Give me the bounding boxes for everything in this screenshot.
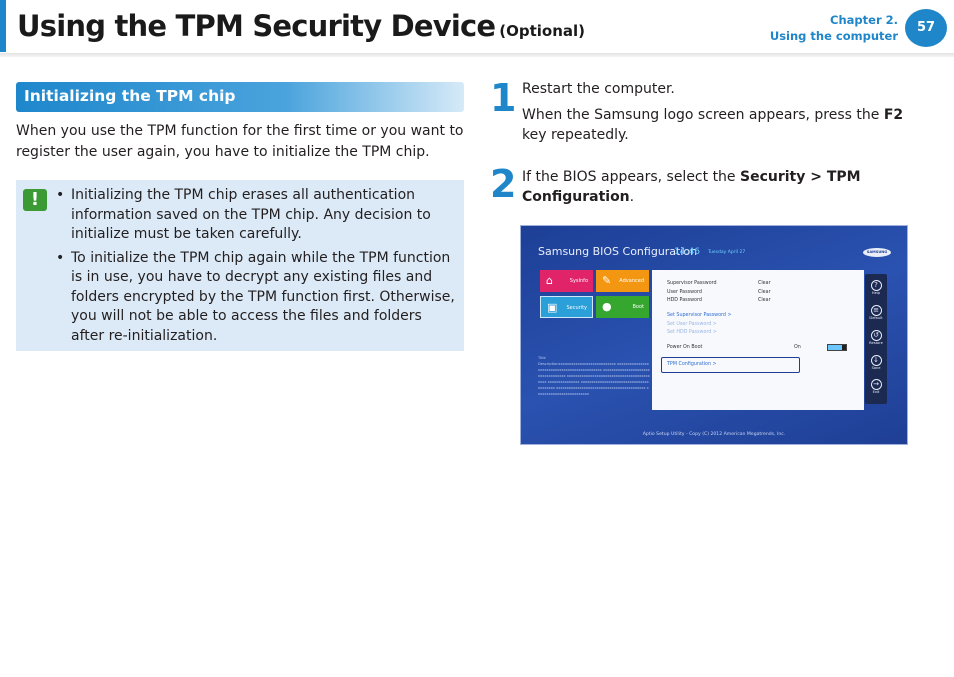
bios-tile-sysinfo[interactable]: ⌂ SysInfo <box>540 270 593 292</box>
step-1-line-2: When the Samsung logo screen appears, pr… <box>522 105 932 145</box>
bios-date: Tuesday April 27 <box>708 250 746 255</box>
chapter-label: Chapter 2. Using the computer <box>770 12 898 44</box>
power-on-boot-label: Power On Boot <box>667 345 703 350</box>
bios-tile-security[interactable]: ▣ Security <box>540 296 593 318</box>
step-1-text: Restart the computer. When the Samsung l… <box>522 79 932 145</box>
step-1-line-1: Restart the computer. <box>522 81 675 97</box>
wrench-icon: ✎ <box>602 274 612 287</box>
caution-item-text: Initializing the TPM chip erases all aut… <box>71 187 431 242</box>
default-icon: ≡ <box>870 305 882 316</box>
step-1-line-2-pre: When the Samsung logo screen appears, pr… <box>522 107 884 123</box>
user-password-label: User Password <box>667 290 702 295</box>
tpm-configuration-link[interactable]: TPM Configuration > <box>667 362 717 367</box>
step-number-2: 2 <box>490 162 517 206</box>
bios-tile-boot-label: Boot <box>632 304 644 310</box>
save-button[interactable]: ↓ Save <box>869 355 883 371</box>
exit-label: Exit <box>872 390 880 394</box>
caution-item: • Initializing the TPM chip erases all au… <box>56 186 456 245</box>
bios-side-toolbar: ? Help ≡ Default ↺ Restore ↓ Save → Exit <box>865 274 887 404</box>
caution-item: • To initialize the TPM chip again while … <box>56 249 456 347</box>
bios-footer: Aptio Setup Utility - Copy (C) 2012 Amer… <box>642 432 786 437</box>
bios-description: Title Descriptionxxxxxxxxxxxxxxxxxxxxxxx… <box>538 355 650 397</box>
exclamation-warning-icon: ! <box>23 189 47 211</box>
set-user-password-link[interactable]: Set User Password > <box>667 322 717 327</box>
step-number-1: 1 <box>490 76 517 120</box>
section-intro: When you use the TPM function for the fi… <box>16 123 464 160</box>
help-icon: ? <box>870 280 882 291</box>
restore-label: Restore <box>869 341 883 345</box>
bios-screenshot: Samsung BIOS Configuration 14:46 Tuesday… <box>520 225 908 445</box>
power-on-boot-value: On <box>794 345 801 350</box>
bullet-icon: • <box>56 249 65 266</box>
supervisor-password-value: Clear <box>758 281 771 286</box>
exit-button[interactable]: → Exit <box>869 379 883 395</box>
bios-clock: 14:46 <box>674 247 700 257</box>
chapter-title: Using the computer <box>769 29 898 43</box>
page-number-badge: 57 <box>905 9 947 47</box>
caution-list: • Initializing the TPM chip erases all au… <box>56 186 456 350</box>
bios-title: Samsung BIOS Configuration <box>538 245 698 258</box>
tpm-configuration-highlight[interactable] <box>661 357 800 373</box>
bios-description-text: Descriptionxxxxxxxxxxxxxxxxxxxxxxxxxxx x… <box>538 362 650 396</box>
power-on-boot-toggle[interactable] <box>827 344 847 351</box>
step-2-text: If the BIOS appears, select the Security… <box>522 167 932 207</box>
page-title-text: Using the TPM Security Device <box>17 9 496 43</box>
save-icon: ↓ <box>870 355 882 366</box>
bios-security-panel: Supervisor Password Clear User Password … <box>652 270 864 410</box>
step-2-pre: If the BIOS appears, select the <box>522 169 740 185</box>
default-button[interactable]: ≡ Default <box>869 305 883 321</box>
header-divider <box>0 53 954 57</box>
caution-note: ! • Initializing the TPM chip erases all … <box>16 180 464 351</box>
set-supervisor-password-link[interactable]: Set Supervisor Password > <box>667 313 732 318</box>
user-password-value: Clear <box>758 290 771 295</box>
step-2-post: . <box>629 189 635 205</box>
chapter-number: Chapter 2. <box>830 13 898 27</box>
samsung-logo: SAMSUNG <box>863 248 891 257</box>
toggle-knob <box>842 345 846 350</box>
power-icon: ● <box>602 300 612 313</box>
home-icon: ⌂ <box>546 274 553 287</box>
bios-tile-advanced-label: Advanced <box>619 278 644 284</box>
restore-button[interactable]: ↺ Restore <box>869 330 883 346</box>
help-label: Help <box>871 291 881 295</box>
hdd-password-value: Clear <box>758 298 771 303</box>
section-heading: Initializing the TPM chip <box>24 87 236 105</box>
header-accent-bar <box>0 0 6 52</box>
save-label: Save <box>871 366 881 370</box>
bios-tile-advanced[interactable]: ✎ Advanced <box>596 270 649 292</box>
set-hdd-password-link[interactable]: Set HDD Password > <box>667 330 717 335</box>
step-2-menu-path: Security > TPM Configuration <box>522 169 861 205</box>
step-1-line-2-post: key repeatedly. <box>522 127 629 143</box>
default-label: Default <box>869 316 883 320</box>
restore-icon: ↺ <box>870 330 882 341</box>
bios-tile-security-label: Security <box>566 305 587 311</box>
help-button[interactable]: ? Help <box>869 280 883 296</box>
supervisor-password-label: Supervisor Password <box>667 281 717 286</box>
bullet-icon: • <box>56 187 65 203</box>
f2-key-label: F2 <box>883 107 904 123</box>
page-title-suffix: (Optional) <box>499 22 586 40</box>
caution-item-text: To initialize the TPM chip again while t… <box>71 249 455 344</box>
exit-icon: → <box>870 379 882 390</box>
bios-tile-boot[interactable]: ● Boot <box>596 296 649 318</box>
bios-description-title: Title <box>538 356 546 360</box>
section-heading-bar: Initializing the TPM chip <box>16 82 464 112</box>
page-title: Using the TPM Security Device(Optional) <box>17 9 585 43</box>
bios-tile-sysinfo-label: SysInfo <box>569 278 588 284</box>
lock-icon: ▣ <box>547 301 558 314</box>
hdd-password-label: HDD Password <box>667 298 702 303</box>
